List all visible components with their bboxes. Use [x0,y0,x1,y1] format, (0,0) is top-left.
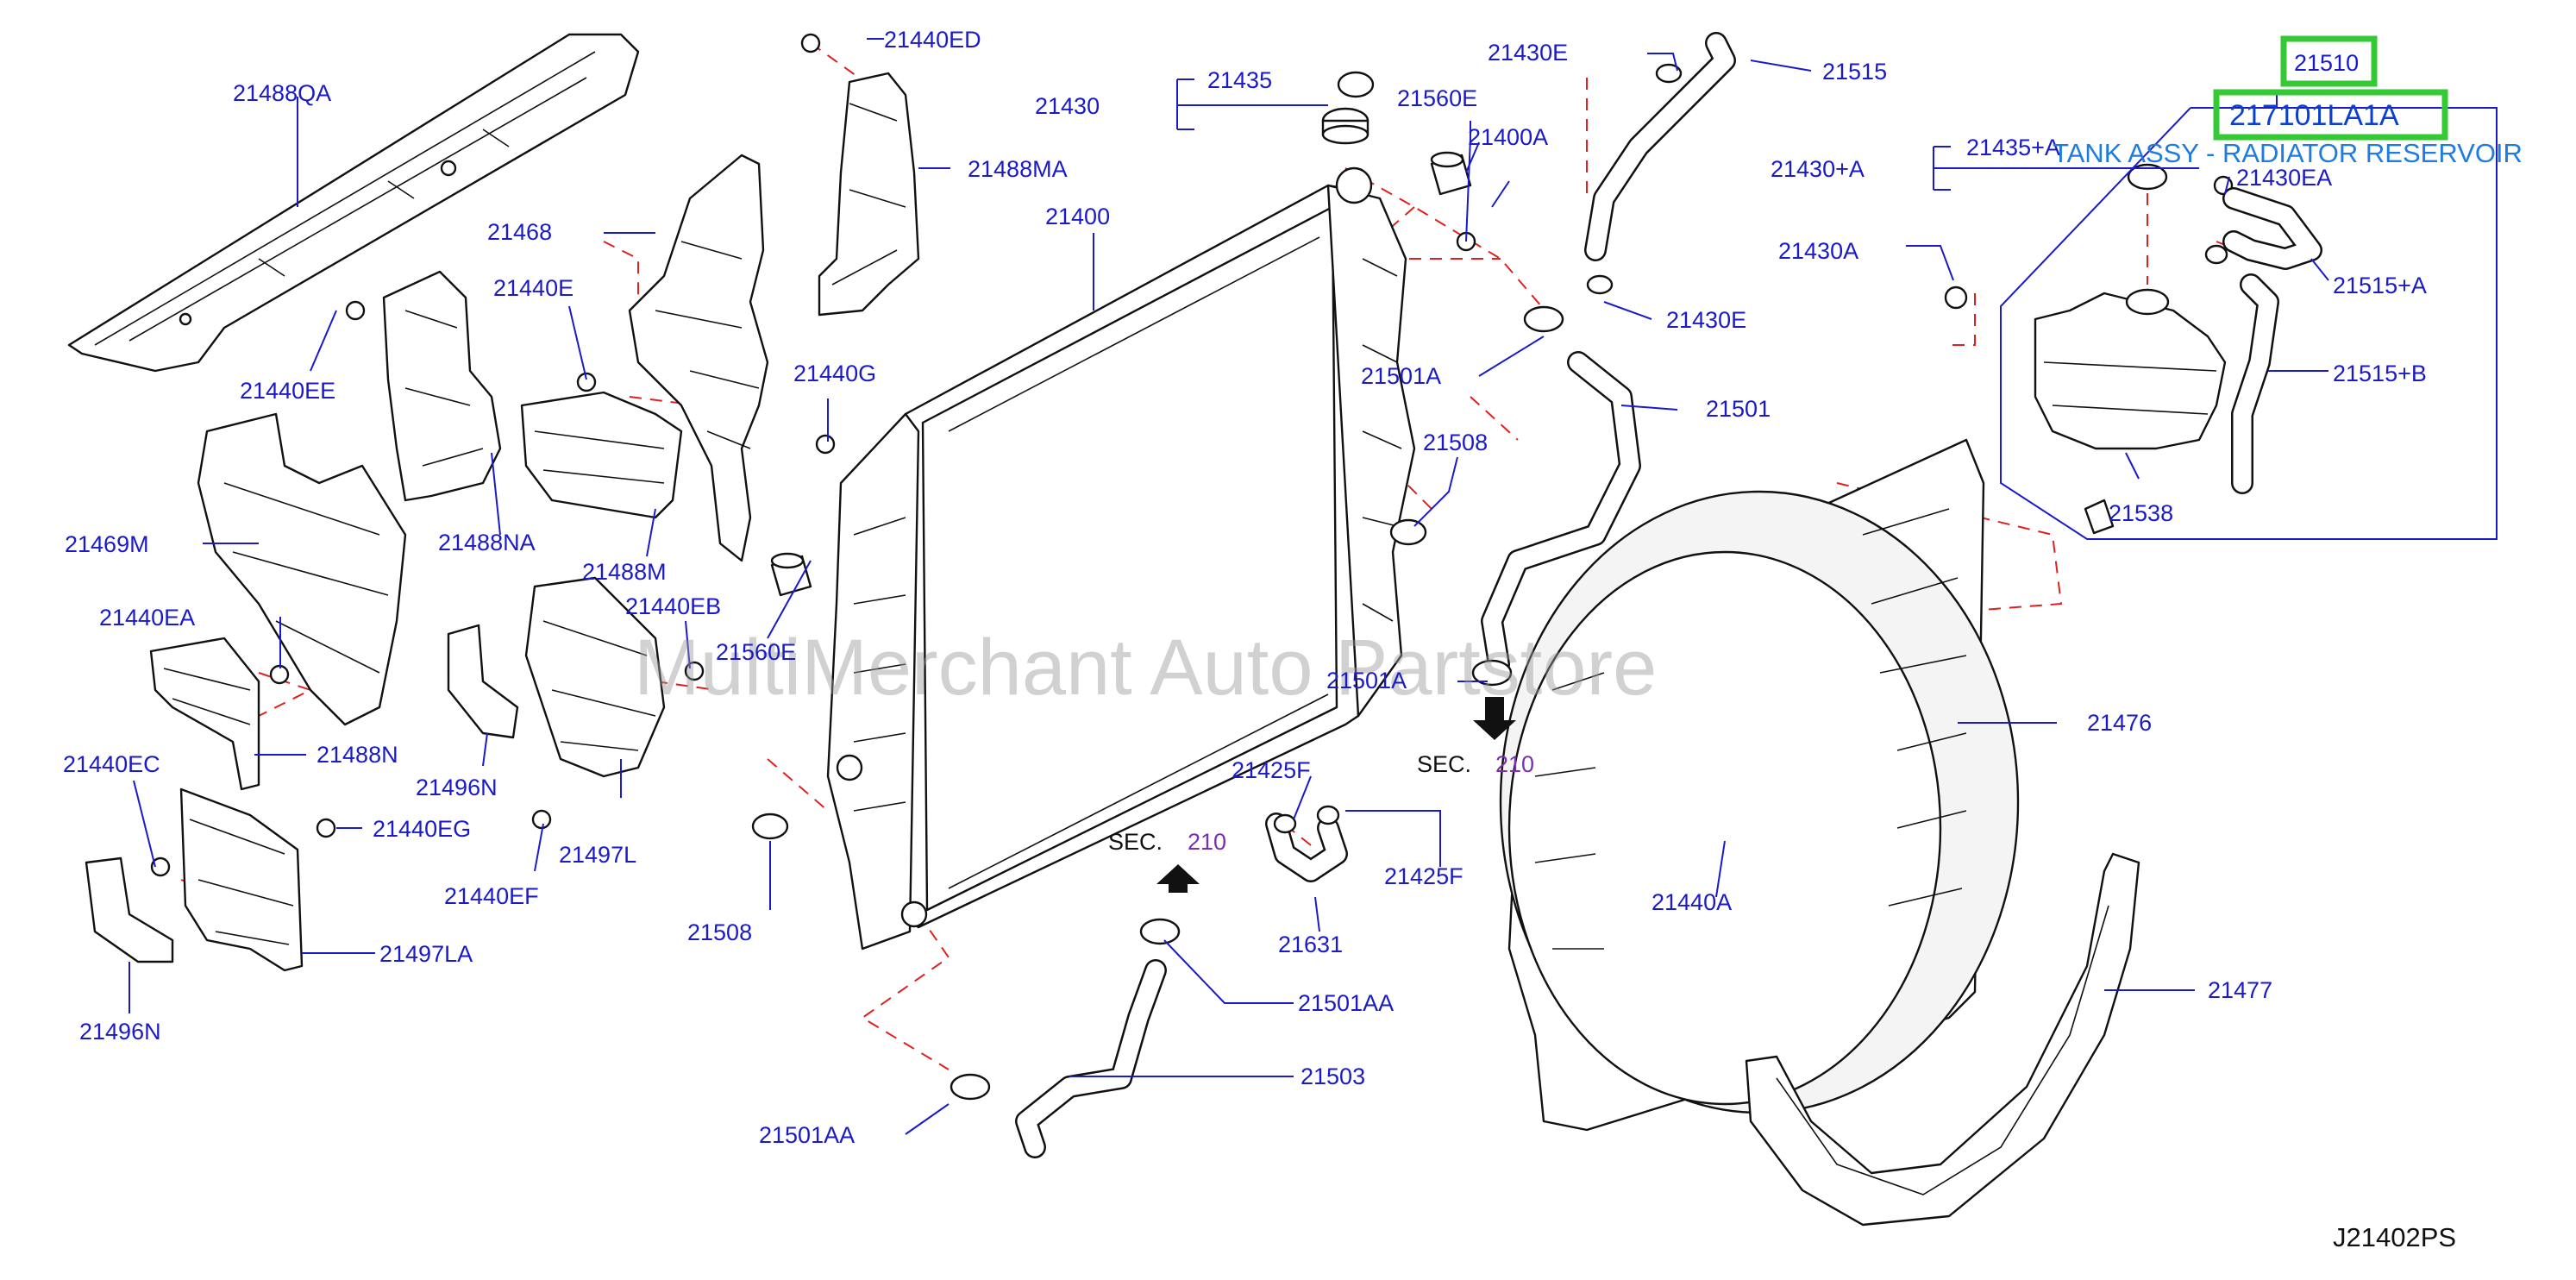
watermark: MultiMerchant Auto Partstore [634,624,1657,712]
upper-seal-piece [818,72,920,317]
fan-shroud [1499,438,2020,1132]
label-21515+A[interactable]: 21515+A [2333,273,2427,298]
label-21440EG[interactable]: 21440EG [373,816,471,842]
label-21440EB[interactable]: 21440EB [625,593,721,619]
left-air-guide [382,270,502,502]
label-21488QA[interactable]: 21488QA [233,80,331,106]
label-21501AA-right[interactable]: 21501AA [1298,990,1394,1016]
label-21440A[interactable]: 21440A [1652,889,1732,915]
lower-mount-rubber [751,813,789,840]
section-number-lower[interactable]: 210 [1495,751,1534,777]
label-21501A-lower[interactable]: 21501A [1326,668,1407,693]
label-21430EA[interactable]: 21430EA [2236,165,2332,191]
label-21496N-lower[interactable]: 21496N [79,1019,161,1045]
label-21501AA-left[interactable]: 21501AA [759,1122,855,1148]
label-21497L[interactable]: 21497L [559,842,636,868]
label-21515+B[interactable]: 21515+B [2333,361,2427,386]
part-labels: 21488QA 21440ED 21435 21430 21560E 21400… [63,27,2427,1148]
label-21440EA[interactable]: 21440EA [99,605,195,631]
label-21430[interactable]: 21430 [1035,93,1100,119]
label-21425F-lower[interactable]: 21425F [1384,863,1463,889]
label-21440EC[interactable]: 21440EC [63,751,160,777]
label-21430E-lower[interactable]: 21430E [1666,307,1746,333]
section-number-upper[interactable]: 210 [1188,829,1226,855]
label-21508-left[interactable]: 21508 [687,919,752,945]
side-guide-lower [179,787,304,972]
leader-lines [128,38,2329,1135]
section-references: SEC. 210 SEC. 210 [1108,751,1534,855]
label-21400A[interactable]: 21400A [1468,124,1548,150]
label-21400[interactable]: 21400 [1045,204,1110,229]
lower-air-guide [149,637,260,791]
seal-strip-upper [447,624,519,739]
upper-support-bracket [67,33,640,373]
label-21515[interactable]: 21515 [1822,59,1887,85]
center-air-guide [520,391,683,519]
up-arrow [1156,864,1200,893]
seal-strip-lower [85,856,174,963]
label-21538[interactable]: 21538 [2109,500,2173,526]
label-21468[interactable]: 21468 [487,219,552,245]
highlight-part-number[interactable]: 21510 [2294,50,2359,76]
label-21435+A[interactable]: 21435+A [1966,135,2060,160]
label-21440E[interactable]: 21440E [493,275,573,301]
lower-mount-rubber-2 [1389,518,1427,546]
label-21508-right[interactable]: 21508 [1423,430,1488,455]
label-21488MA[interactable]: 21488MA [968,156,1068,182]
label-21440EE[interactable]: 21440EE [240,378,335,404]
highlight-box-number [2213,89,2448,141]
label-21430+A[interactable]: 21430+A [1771,156,1865,182]
section-label-lower: SEC. [1417,751,1471,777]
label-21501A-upper[interactable]: 21501A [1361,363,1441,389]
label-21477[interactable]: 21477 [2208,977,2272,1003]
parts-artwork [67,32,2322,1227]
label-21430E-upper[interactable]: 21430E [1488,40,1568,66]
label-21469M[interactable]: 21469M [65,531,149,557]
highlighted-part: 21510 217101LA1A TANK ASSY - RADIATOR RE… [2053,35,2523,168]
radiator-core [826,166,1416,951]
label-21488M[interactable]: 21488M [582,559,667,585]
label-21488NA[interactable]: 21488NA [438,530,536,555]
label-21440G[interactable]: 21440G [793,361,876,386]
label-21560E-upper[interactable]: 21560E [1397,85,1477,111]
section-label-upper: SEC. [1108,829,1163,855]
label-21503[interactable]: 21503 [1301,1064,1365,1089]
highlight-box-part [2280,35,2378,87]
label-21440EF[interactable]: 21440EF [444,883,539,909]
highlight-description: TANK ASSY - RADIATOR RESERVOIR [2053,138,2523,168]
label-21560E-lower[interactable]: 21560E [716,639,796,665]
radiator-cap-gasket [1337,71,1375,98]
label-21476[interactable]: 21476 [2087,710,2152,736]
hoses [1015,32,2322,1158]
label-21501[interactable]: 21501 [1706,396,1771,422]
label-21488N[interactable]: 21488N [317,742,398,768]
label-21440ED[interactable]: 21440ED [884,27,981,53]
lower-fan-shroud [1745,852,2140,1227]
label-21631[interactable]: 21631 [1278,932,1343,957]
hose-clamps [950,63,2228,1101]
label-21425F-upper[interactable]: 21425F [1232,757,1311,783]
label-21497LA[interactable]: 21497LA [379,941,473,967]
highlight-oem-number[interactable]: 217101LA1A [2229,99,2399,132]
diagram-code: J21402PS [2333,1222,2456,1252]
reservoir-tank [2034,163,2227,535]
down-arrow [1473,697,1516,740]
reservoir-cap [2127,163,2168,191]
label-21435[interactable]: 21435 [1207,67,1272,93]
label-21430A[interactable]: 21430A [1778,238,1858,264]
label-21496N-upper[interactable]: 21496N [416,775,498,800]
